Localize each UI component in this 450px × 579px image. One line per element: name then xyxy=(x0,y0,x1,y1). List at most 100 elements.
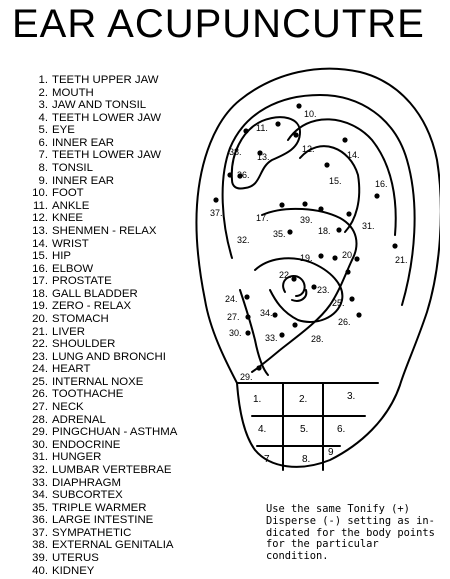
ear-point-label: 24. xyxy=(225,294,238,304)
ear-canal xyxy=(282,274,308,302)
legend-number: 23. xyxy=(32,350,48,363)
ear-point-label: 19. xyxy=(300,253,313,263)
legend-item: 39.UTERUS xyxy=(20,552,177,565)
acupoint-dots xyxy=(213,103,398,371)
legend-label: PINGCHUAN - ASTHMA xyxy=(52,426,178,439)
ear-point-label: 29. xyxy=(240,372,253,382)
legend-item: 11. ANKLE xyxy=(20,200,177,213)
legend-number: 17. xyxy=(32,275,48,288)
legend-number: 20. xyxy=(32,312,48,325)
legend-label: JAW AND TONSIL xyxy=(52,99,147,112)
legend-item: 8.TONSIL xyxy=(20,162,177,175)
legend-label: INTERNAL NOXE xyxy=(52,375,144,388)
ear-point-label: 38. xyxy=(229,147,242,157)
legend-label: SUBCORTEX xyxy=(52,489,123,502)
legend-label: ANKLE xyxy=(52,199,90,212)
legend-label: TEETH LOWER JAW xyxy=(52,111,162,124)
lobe-cell-label: 5. xyxy=(300,424,308,435)
legend-number: 18. xyxy=(32,287,48,300)
legend-number: 5. xyxy=(38,124,49,137)
legend-number: 34. xyxy=(32,489,48,502)
legend-label: EXTERNAL GENITALIA xyxy=(52,539,174,552)
legend-number: 11. xyxy=(33,199,48,212)
legend-item: 21.LIVER xyxy=(20,326,177,339)
legend-label: MOUTH xyxy=(52,86,94,99)
legend-item: 22.SHOULDER xyxy=(20,338,177,351)
legend-label: UTERUS xyxy=(52,551,99,564)
legend-item: 31.HUNGER xyxy=(20,451,177,464)
ear-point-label: 31. xyxy=(362,221,375,231)
legend-label: LARGE INTESTINE xyxy=(52,514,154,527)
ear-point-label: 14. xyxy=(347,150,360,160)
ear-outline xyxy=(195,67,440,468)
note-line: for the particular condition. xyxy=(266,538,379,563)
legend-label: TEETH LOWER JAW xyxy=(52,149,162,162)
legend-label: NECK xyxy=(52,401,84,414)
legend-item: 4.TEETH LOWER JAW xyxy=(20,112,177,125)
legend-label: HUNGER xyxy=(52,451,102,464)
ear-point-label: 13. xyxy=(257,152,270,162)
legend-label: HEART xyxy=(52,363,91,376)
ear-point-label: 15. xyxy=(329,176,342,186)
legend-number: 12. xyxy=(32,212,48,225)
ear-point-label: 10. xyxy=(304,109,317,119)
legend-label: PROSTATE xyxy=(52,275,112,288)
legend-label: TRIPLE WARMER xyxy=(52,501,147,514)
legend-item: 34. SUBCORTEX xyxy=(20,489,177,502)
lobe-cell-label: 6. xyxy=(337,424,345,435)
legend-item: 32.LUMBAR VERTEBRAE xyxy=(20,464,177,477)
legend-label: TONSIL xyxy=(52,162,93,175)
ear-point-label: 39. xyxy=(300,215,313,225)
legend-number: 29. xyxy=(32,426,48,439)
legend-number: 33. xyxy=(32,476,48,489)
legend-number: 8. xyxy=(38,162,49,175)
ear-point-label: 23. xyxy=(317,285,330,295)
ear-point-label: 27. xyxy=(227,312,240,322)
lobe-cell-label: 3. xyxy=(347,391,355,402)
note-line: dicated for the body points xyxy=(266,526,435,539)
legend-label: ELBOW xyxy=(52,262,94,275)
legend-item: 6.INNER EAR xyxy=(20,137,177,150)
legend-item: 14.WRIST xyxy=(20,238,177,251)
ear-point-label: 36. xyxy=(237,170,250,180)
antitragus xyxy=(239,289,269,376)
legend-item: 27.NECK xyxy=(20,401,177,414)
legend-number: 30. xyxy=(32,438,48,451)
ear-point-label: 37. xyxy=(210,208,223,218)
legend-item: 5.EYE xyxy=(20,124,177,137)
ear-point-label: 26. xyxy=(338,317,351,327)
legend-item: 12.KNEE xyxy=(20,212,177,225)
legend-item: 13.SHENMEN - RELAX xyxy=(20,225,177,238)
legend-number: 7. xyxy=(38,149,49,162)
legend-label: KIDNEY xyxy=(52,564,95,577)
legend-number: 28. xyxy=(32,413,48,426)
legend-number: 3. xyxy=(38,99,49,112)
legend-item: 1.TEETH UPPER JAW xyxy=(20,74,177,87)
lobe-cell-label: 7. xyxy=(264,454,272,465)
ear-point-label: 12. xyxy=(302,144,315,154)
legend-item: 28.ADRENAL xyxy=(20,414,177,427)
legend-item: 10.FOOT xyxy=(20,187,177,200)
ear-point-label: 34. xyxy=(260,308,273,318)
legend-number: 10. xyxy=(32,187,48,200)
legend-number: 40. xyxy=(32,564,48,577)
ear-point-label: 30. xyxy=(229,328,242,338)
legend-number: 24. xyxy=(32,363,48,376)
legend-item: 16.ELBOW xyxy=(20,263,177,276)
legend-number: 25. xyxy=(32,375,48,388)
legend-number: 15. xyxy=(32,250,48,263)
legend-number: 21. xyxy=(32,325,48,338)
legend-label: SHENMEN - RELAX xyxy=(52,224,157,237)
legend-item: 19.ZERO - RELAX xyxy=(20,300,177,313)
lobe-mid xyxy=(251,415,366,447)
legend-number: 4. xyxy=(38,111,49,124)
note-line: Disperse (-) setting as in- xyxy=(266,514,435,527)
ear-point-label: 21. xyxy=(395,255,408,265)
legend-item: 9.INNER EAR xyxy=(20,175,177,188)
ear-point-label: 17. xyxy=(256,213,269,223)
legend-label: STOMACH xyxy=(52,312,109,325)
legend-label: LUNG AND BRONCHI xyxy=(52,350,166,363)
legend-item: 17. PROSTATE xyxy=(20,275,177,288)
antihelix-ridge xyxy=(287,118,397,236)
